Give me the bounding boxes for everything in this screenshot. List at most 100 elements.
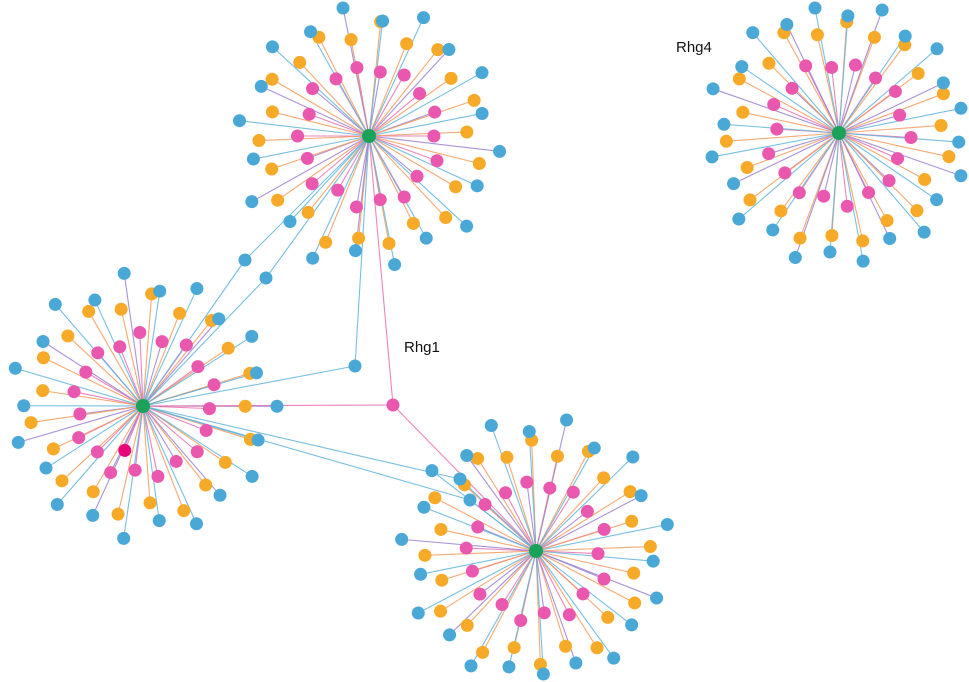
hub-left-edge bbox=[61, 405, 144, 482]
hub-bottom-leaf-node bbox=[411, 606, 425, 620]
hub-right-leaf-node bbox=[930, 42, 944, 56]
hub-left-leaf-node bbox=[67, 385, 81, 399]
hub-right-leaf-node bbox=[880, 214, 894, 228]
hub-right-edge bbox=[838, 73, 919, 134]
hub-left-leaf-node bbox=[212, 312, 226, 326]
hub-top-edge bbox=[325, 135, 370, 243]
hub-right-leaf-node bbox=[732, 72, 746, 86]
hub-right-edge bbox=[752, 32, 840, 134]
hub-left-leaf-node bbox=[250, 366, 264, 380]
connector-edge bbox=[142, 259, 246, 407]
hub-top-leaf-node bbox=[475, 66, 489, 80]
hub-top-leaf-node bbox=[283, 215, 297, 229]
hub-top-leaf-node bbox=[348, 244, 362, 258]
hub-left-leaf-node bbox=[173, 306, 187, 320]
hub-right-edge bbox=[838, 132, 937, 201]
hub-top-leaf-node bbox=[493, 144, 507, 158]
hub-top-leaf-node bbox=[352, 231, 366, 245]
hub-top-leaf-node bbox=[397, 68, 411, 82]
hub-left-leaf-node bbox=[177, 504, 191, 518]
hub-bottom-leaf-node bbox=[590, 641, 604, 655]
hub-bottom-edge bbox=[535, 523, 668, 552]
hub-left-leaf-node bbox=[153, 284, 167, 298]
hub-left-leaf-node bbox=[251, 433, 265, 447]
hub-top-leaf-node bbox=[467, 93, 481, 107]
hub-right-edge bbox=[768, 132, 840, 155]
hub-bottom-edge bbox=[535, 550, 609, 618]
hub-right-leaf-node bbox=[888, 84, 902, 98]
hub-right-edge bbox=[712, 88, 840, 134]
hub-left-leaf-node bbox=[55, 474, 69, 488]
hub-left-leaf-node bbox=[245, 329, 259, 343]
hub-top bbox=[362, 129, 376, 143]
hub-left-leaf-node bbox=[190, 282, 204, 296]
hub-left-edge bbox=[142, 291, 161, 407]
hub-top-leaf-node bbox=[306, 251, 320, 265]
hub-right-leaf-node bbox=[898, 29, 912, 43]
hub-bottom-edge bbox=[477, 458, 537, 552]
hub-left-edge bbox=[123, 273, 144, 407]
hub-top-leaf-node bbox=[373, 65, 387, 79]
connector-edge bbox=[142, 405, 471, 501]
hub-right-edge bbox=[838, 114, 900, 134]
hub-right-leaf-node bbox=[746, 26, 760, 40]
hub-right-leaf-node bbox=[840, 199, 854, 213]
hub-bottom-edge bbox=[440, 550, 537, 612]
hub-left-leaf-node bbox=[202, 402, 216, 416]
hub-left-leaf-node bbox=[90, 445, 104, 459]
hub-top-edge bbox=[368, 74, 405, 137]
hub-top-edge bbox=[368, 135, 480, 165]
hub-bottom-edge bbox=[535, 447, 595, 552]
hub-bottom-leaf-node bbox=[425, 464, 439, 478]
hub-left-leaf-node bbox=[104, 466, 118, 480]
hub-left-edge bbox=[142, 341, 163, 407]
hub-bottom-leaf-node bbox=[628, 596, 642, 610]
hub-left-edge bbox=[142, 318, 220, 407]
hub-left-leaf-node bbox=[88, 293, 102, 307]
hub-bottom-leaf-node bbox=[559, 639, 573, 653]
hub-right-leaf-node bbox=[767, 97, 781, 111]
hub-bottom-leaf-node bbox=[597, 522, 611, 536]
hub-top-leaf-node bbox=[428, 105, 442, 119]
hub-right-edge bbox=[838, 132, 925, 233]
hub-top-leaf-node bbox=[470, 179, 484, 193]
hub-left-edge bbox=[142, 288, 198, 407]
hub-top-leaf-node bbox=[350, 61, 364, 75]
hub-right-leaf-node bbox=[810, 28, 824, 42]
hub-right-edge bbox=[739, 78, 840, 134]
hub-bottom-edge bbox=[535, 510, 588, 552]
hub-top-edge bbox=[354, 135, 370, 251]
hub-right-edge bbox=[838, 132, 959, 143]
hub-top-leaf-node bbox=[246, 152, 260, 166]
hub-top-leaf-node bbox=[442, 43, 456, 57]
connector-edge bbox=[459, 478, 537, 552]
connector-edge bbox=[368, 135, 394, 406]
hub-top-leaf-node bbox=[439, 210, 453, 224]
hub-bottom-leaf-node bbox=[601, 610, 615, 624]
hub-top-leaf-node bbox=[301, 205, 315, 219]
hub-left-edge bbox=[142, 405, 198, 453]
hub-left-leaf-node bbox=[36, 351, 50, 365]
hub-right-leaf-node bbox=[893, 108, 907, 122]
hub-top-leaf-node bbox=[265, 105, 279, 119]
hub-bottom-leaf-node bbox=[507, 641, 521, 655]
hub-right-leaf-node bbox=[732, 212, 746, 226]
hub-bottom-leaf-node bbox=[566, 485, 580, 499]
hub-right-leaf-node bbox=[918, 173, 932, 187]
hub-top-leaf-node bbox=[460, 125, 474, 139]
hub-bottom-leaf-node bbox=[537, 606, 551, 620]
connector-edge bbox=[142, 277, 267, 407]
hub-top-edge bbox=[307, 135, 370, 213]
hub-bottom-leaf-node bbox=[643, 540, 657, 554]
hub-right-edge bbox=[711, 132, 840, 158]
hub-bottom-leaf-node bbox=[459, 541, 473, 555]
hub-right-leaf-node bbox=[770, 122, 784, 136]
hub-right-leaf-node bbox=[735, 60, 749, 74]
hub-top-edge bbox=[368, 20, 384, 137]
hub-left-leaf-node bbox=[46, 442, 60, 456]
hub-right-leaf-node bbox=[780, 17, 794, 31]
hub-top-leaf-node bbox=[376, 14, 390, 28]
hub-top-leaf-node bbox=[427, 129, 441, 143]
hub-left-leaf-node bbox=[24, 416, 38, 430]
hub-right-leaf-node bbox=[762, 147, 776, 161]
